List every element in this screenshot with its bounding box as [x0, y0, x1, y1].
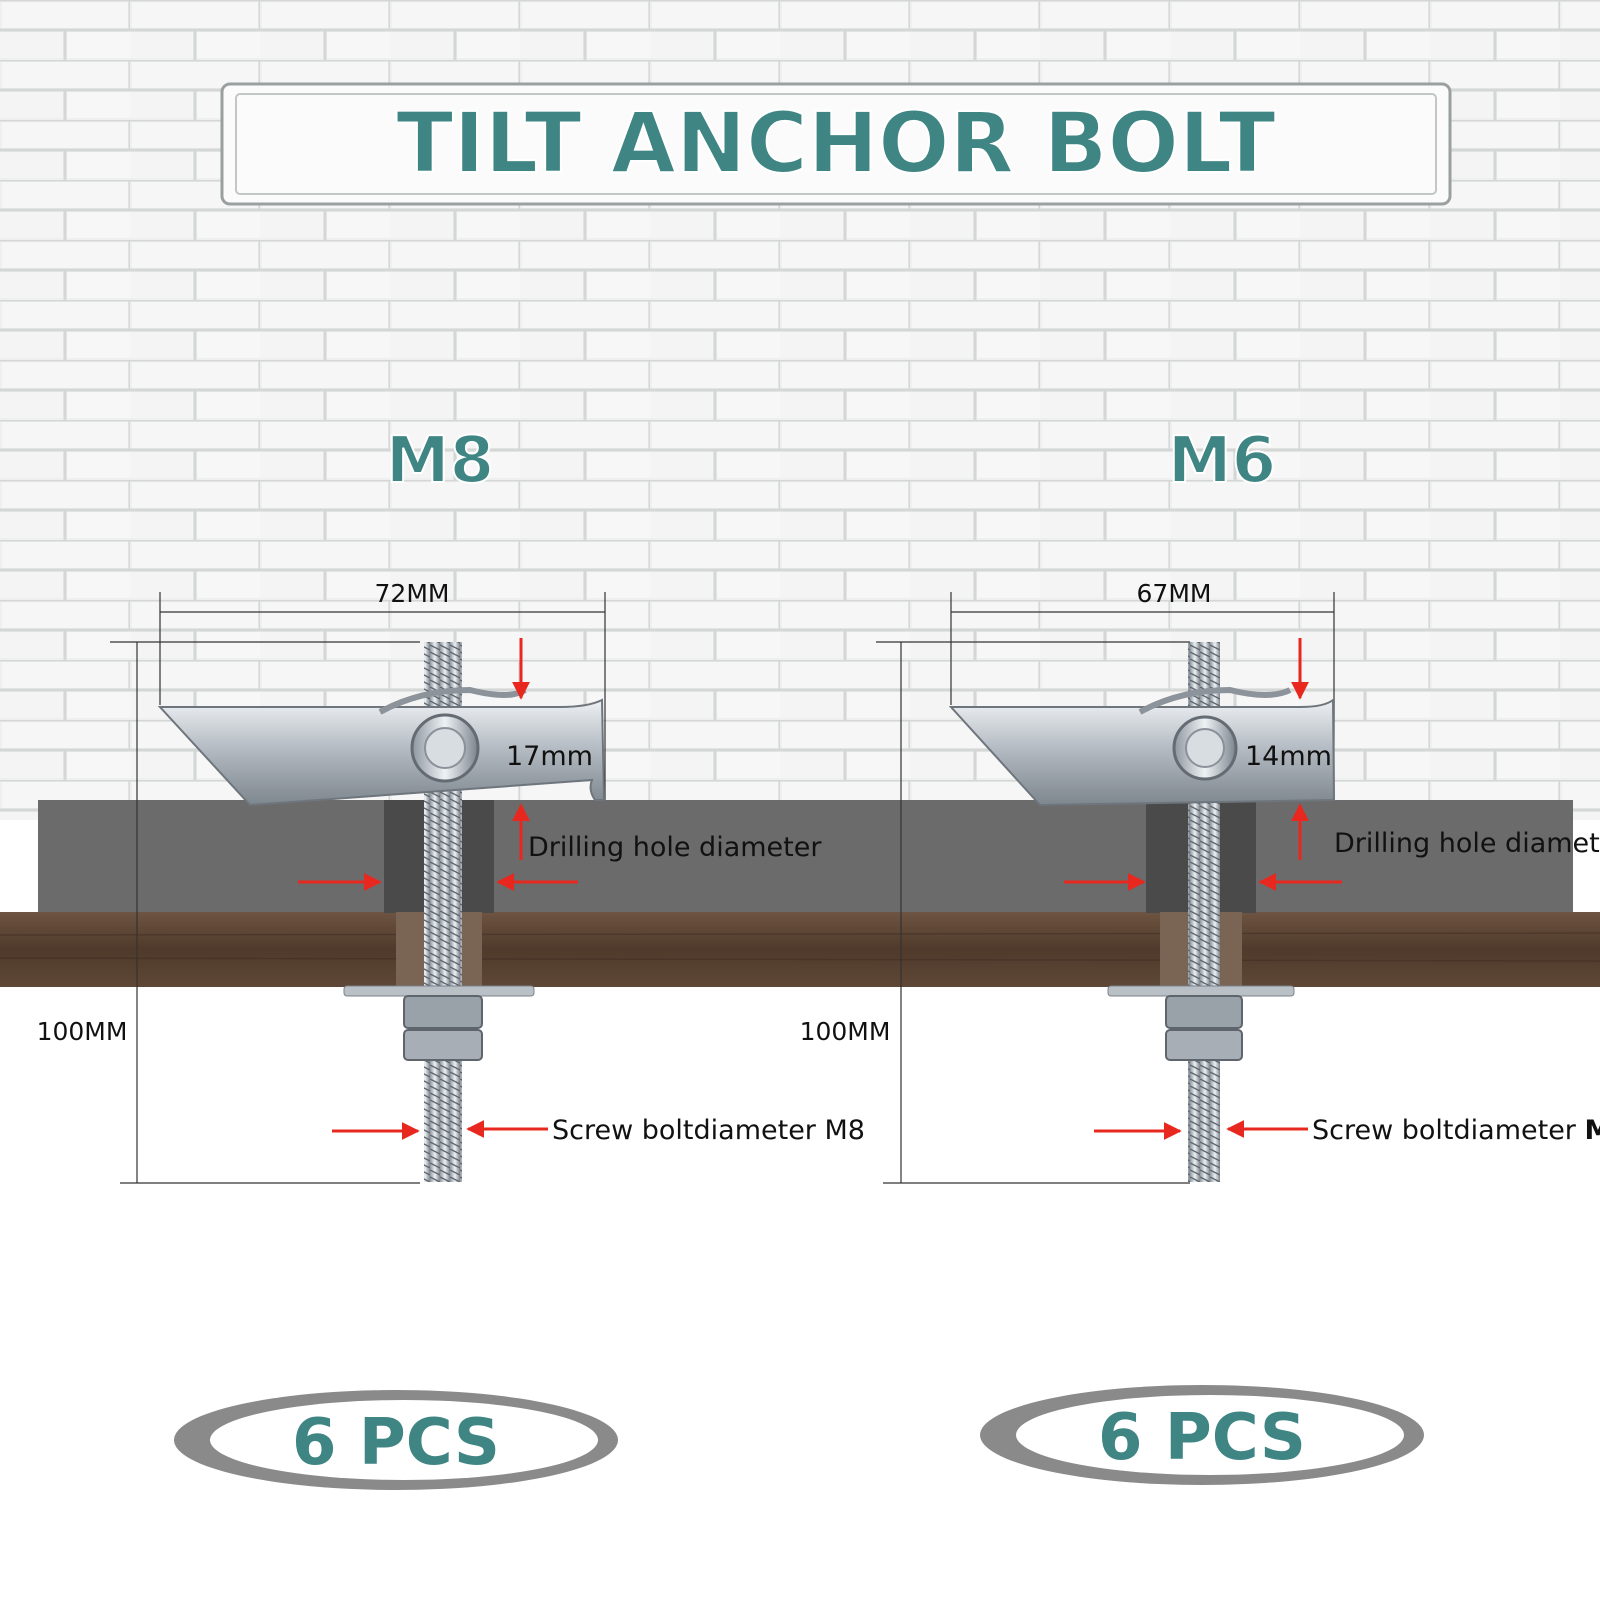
- drywall-board: [38, 800, 1573, 913]
- quantity-badge: 6 PCS: [174, 1390, 618, 1490]
- total-length-label: 100MM: [37, 1017, 128, 1046]
- hex-nut: [1165, 1029, 1243, 1061]
- product-m8: M8 72MM 100MM 17mm Drilling hole diamete…: [37, 423, 865, 1490]
- lower-background: [0, 985, 1600, 1600]
- height-label: 17mm: [506, 741, 593, 772]
- height-label: 14mm: [1245, 741, 1332, 772]
- wood-board: [0, 912, 1600, 987]
- length-label: 67MM: [1137, 579, 1212, 608]
- size-label: M6: [1168, 424, 1276, 498]
- drill-label: Drilling hole diameter: [528, 832, 822, 863]
- page-title: TILT ANCHOR BOLT: [396, 94, 1276, 192]
- screw-diameter-label: Screw boltdiameter M6: [1312, 1115, 1600, 1146]
- toggle-wing: [948, 697, 1336, 807]
- screw-diameter-label: Screw boltdiameter M8: [552, 1115, 865, 1146]
- length-label: 72MM: [375, 579, 450, 608]
- hex-nut: [403, 1029, 483, 1061]
- washer: [1107, 985, 1295, 997]
- product-m6: M6 67MM 100MM 14mm Drilling hole diamete…: [800, 423, 1600, 1485]
- quantity-label: 6 PCS: [1098, 1401, 1306, 1475]
- total-length-label: 100MM: [800, 1017, 891, 1046]
- drill-label: Drilling hole diameter: [1334, 828, 1600, 859]
- quantity-label: 6 PCS: [292, 1406, 500, 1480]
- size-label: M8: [386, 424, 494, 498]
- title-plaque: TILT ANCHOR BOLT: [220, 82, 1452, 206]
- hex-nut: [403, 995, 483, 1029]
- quantity-badge: 6 PCS: [980, 1385, 1424, 1485]
- hex-nut: [1165, 995, 1243, 1029]
- toggle-wing: [157, 698, 606, 807]
- washer: [343, 985, 535, 997]
